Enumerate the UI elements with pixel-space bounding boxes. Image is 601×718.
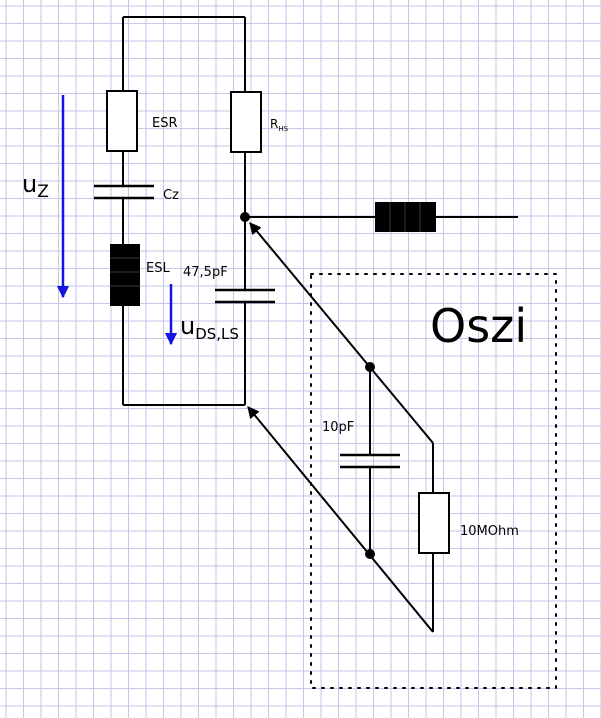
left-branch [122,16,245,406]
junction-node-top [240,212,250,222]
output-inductor-stripes [389,202,421,232]
esl-inductor [110,244,140,306]
uz-label-main: u [22,170,37,198]
resistor-10mohm [418,492,450,554]
esr-label: ESR [152,116,178,131]
probe-wires [247,222,434,633]
cz-capacitor [94,184,154,200]
cap-10pf [340,453,400,469]
uds-label-main: u [180,312,195,340]
junction-node-probe-lower [365,549,375,559]
oszi-box [310,273,557,689]
uds-label-sub: DS,LS [195,325,239,343]
esl-label: ESL [146,261,170,276]
rhs-label-sub: HS [278,125,288,133]
rhs-label-main: R [270,117,278,131]
uz-label-sub: Z [37,182,49,202]
cap-10pf-label: 10pF [322,420,354,435]
resistor-10mohm-label: 10MOhm [460,524,519,539]
esr-resistor [106,90,138,152]
oszi-label: Oszi [430,299,527,353]
uz-label: uZ [22,170,49,202]
esl-inductor-stripes [110,257,140,287]
rhs-label: RHS [270,117,289,133]
cz-label: Cz [163,188,179,203]
rhs-resistor [230,91,262,153]
cap-47-5pf [215,288,275,304]
cap-47-5pf-label: 47,5pF [183,265,228,280]
junction-node-probe-upper [365,362,375,372]
uds-label: uDS,LS [180,312,239,343]
